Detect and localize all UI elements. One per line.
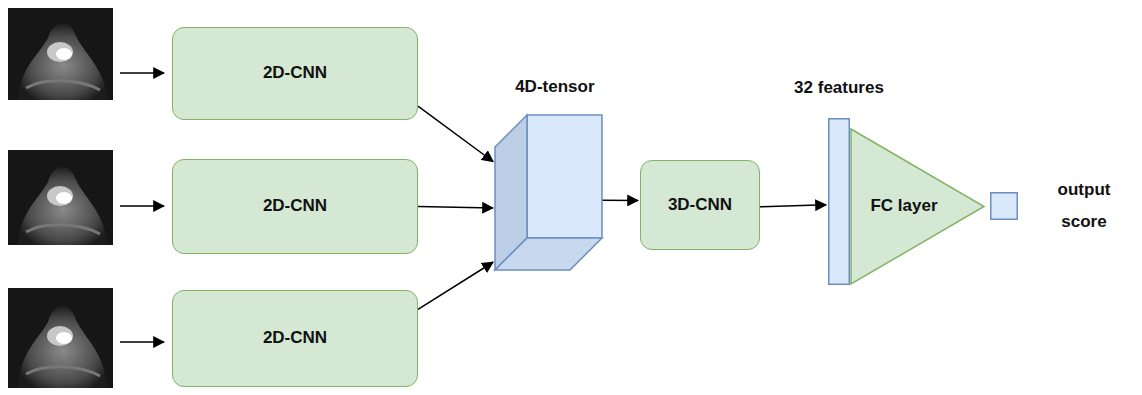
node-label: FC layer <box>868 186 940 227</box>
connector-arrow <box>760 205 826 207</box>
mri-image <box>8 150 113 245</box>
fc-layer-triangle: FC layer <box>850 128 985 285</box>
heading-label: 32 features <box>794 72 884 104</box>
connector-arrow <box>602 200 638 202</box>
feature-bar-shape <box>829 119 850 285</box>
cube-bottom <box>495 238 602 270</box>
input-arrow <box>120 205 164 207</box>
feature-bar: 32 features <box>828 118 850 285</box>
cube-face <box>527 115 602 238</box>
cnn2d-box: 2D-CNN <box>172 159 418 254</box>
fc-triangle-shape <box>851 129 984 284</box>
connector-arrow <box>418 207 493 209</box>
cnn2d-box: 2D-CNN <box>172 27 418 120</box>
connector-arrow <box>418 262 493 309</box>
tensor-cube: 4D-tensor <box>495 115 602 270</box>
output-square-shape <box>991 193 1018 220</box>
cnn3d-box: 3D-CNN <box>640 160 760 250</box>
mri-image <box>8 8 113 100</box>
heading-label: 4D-tensor <box>515 71 594 103</box>
connector-arrow <box>418 106 493 161</box>
input-arrow <box>120 341 164 343</box>
output-square: output score <box>990 192 1018 220</box>
output-square-outline <box>990 192 1018 220</box>
node-label: 2D-CNN <box>263 322 327 354</box>
node-label: 3D-CNN <box>668 189 732 221</box>
tensor-cube-outline <box>495 115 602 270</box>
output-label: output score <box>1038 174 1130 239</box>
node-label: 2D-CNN <box>263 57 327 89</box>
cnn2d-box: 2D-CNN <box>172 290 418 387</box>
node-label: 2D-CNN <box>263 190 327 222</box>
mri-image <box>8 288 113 388</box>
feature-bar-outline <box>828 118 850 285</box>
input-arrow <box>120 72 164 74</box>
